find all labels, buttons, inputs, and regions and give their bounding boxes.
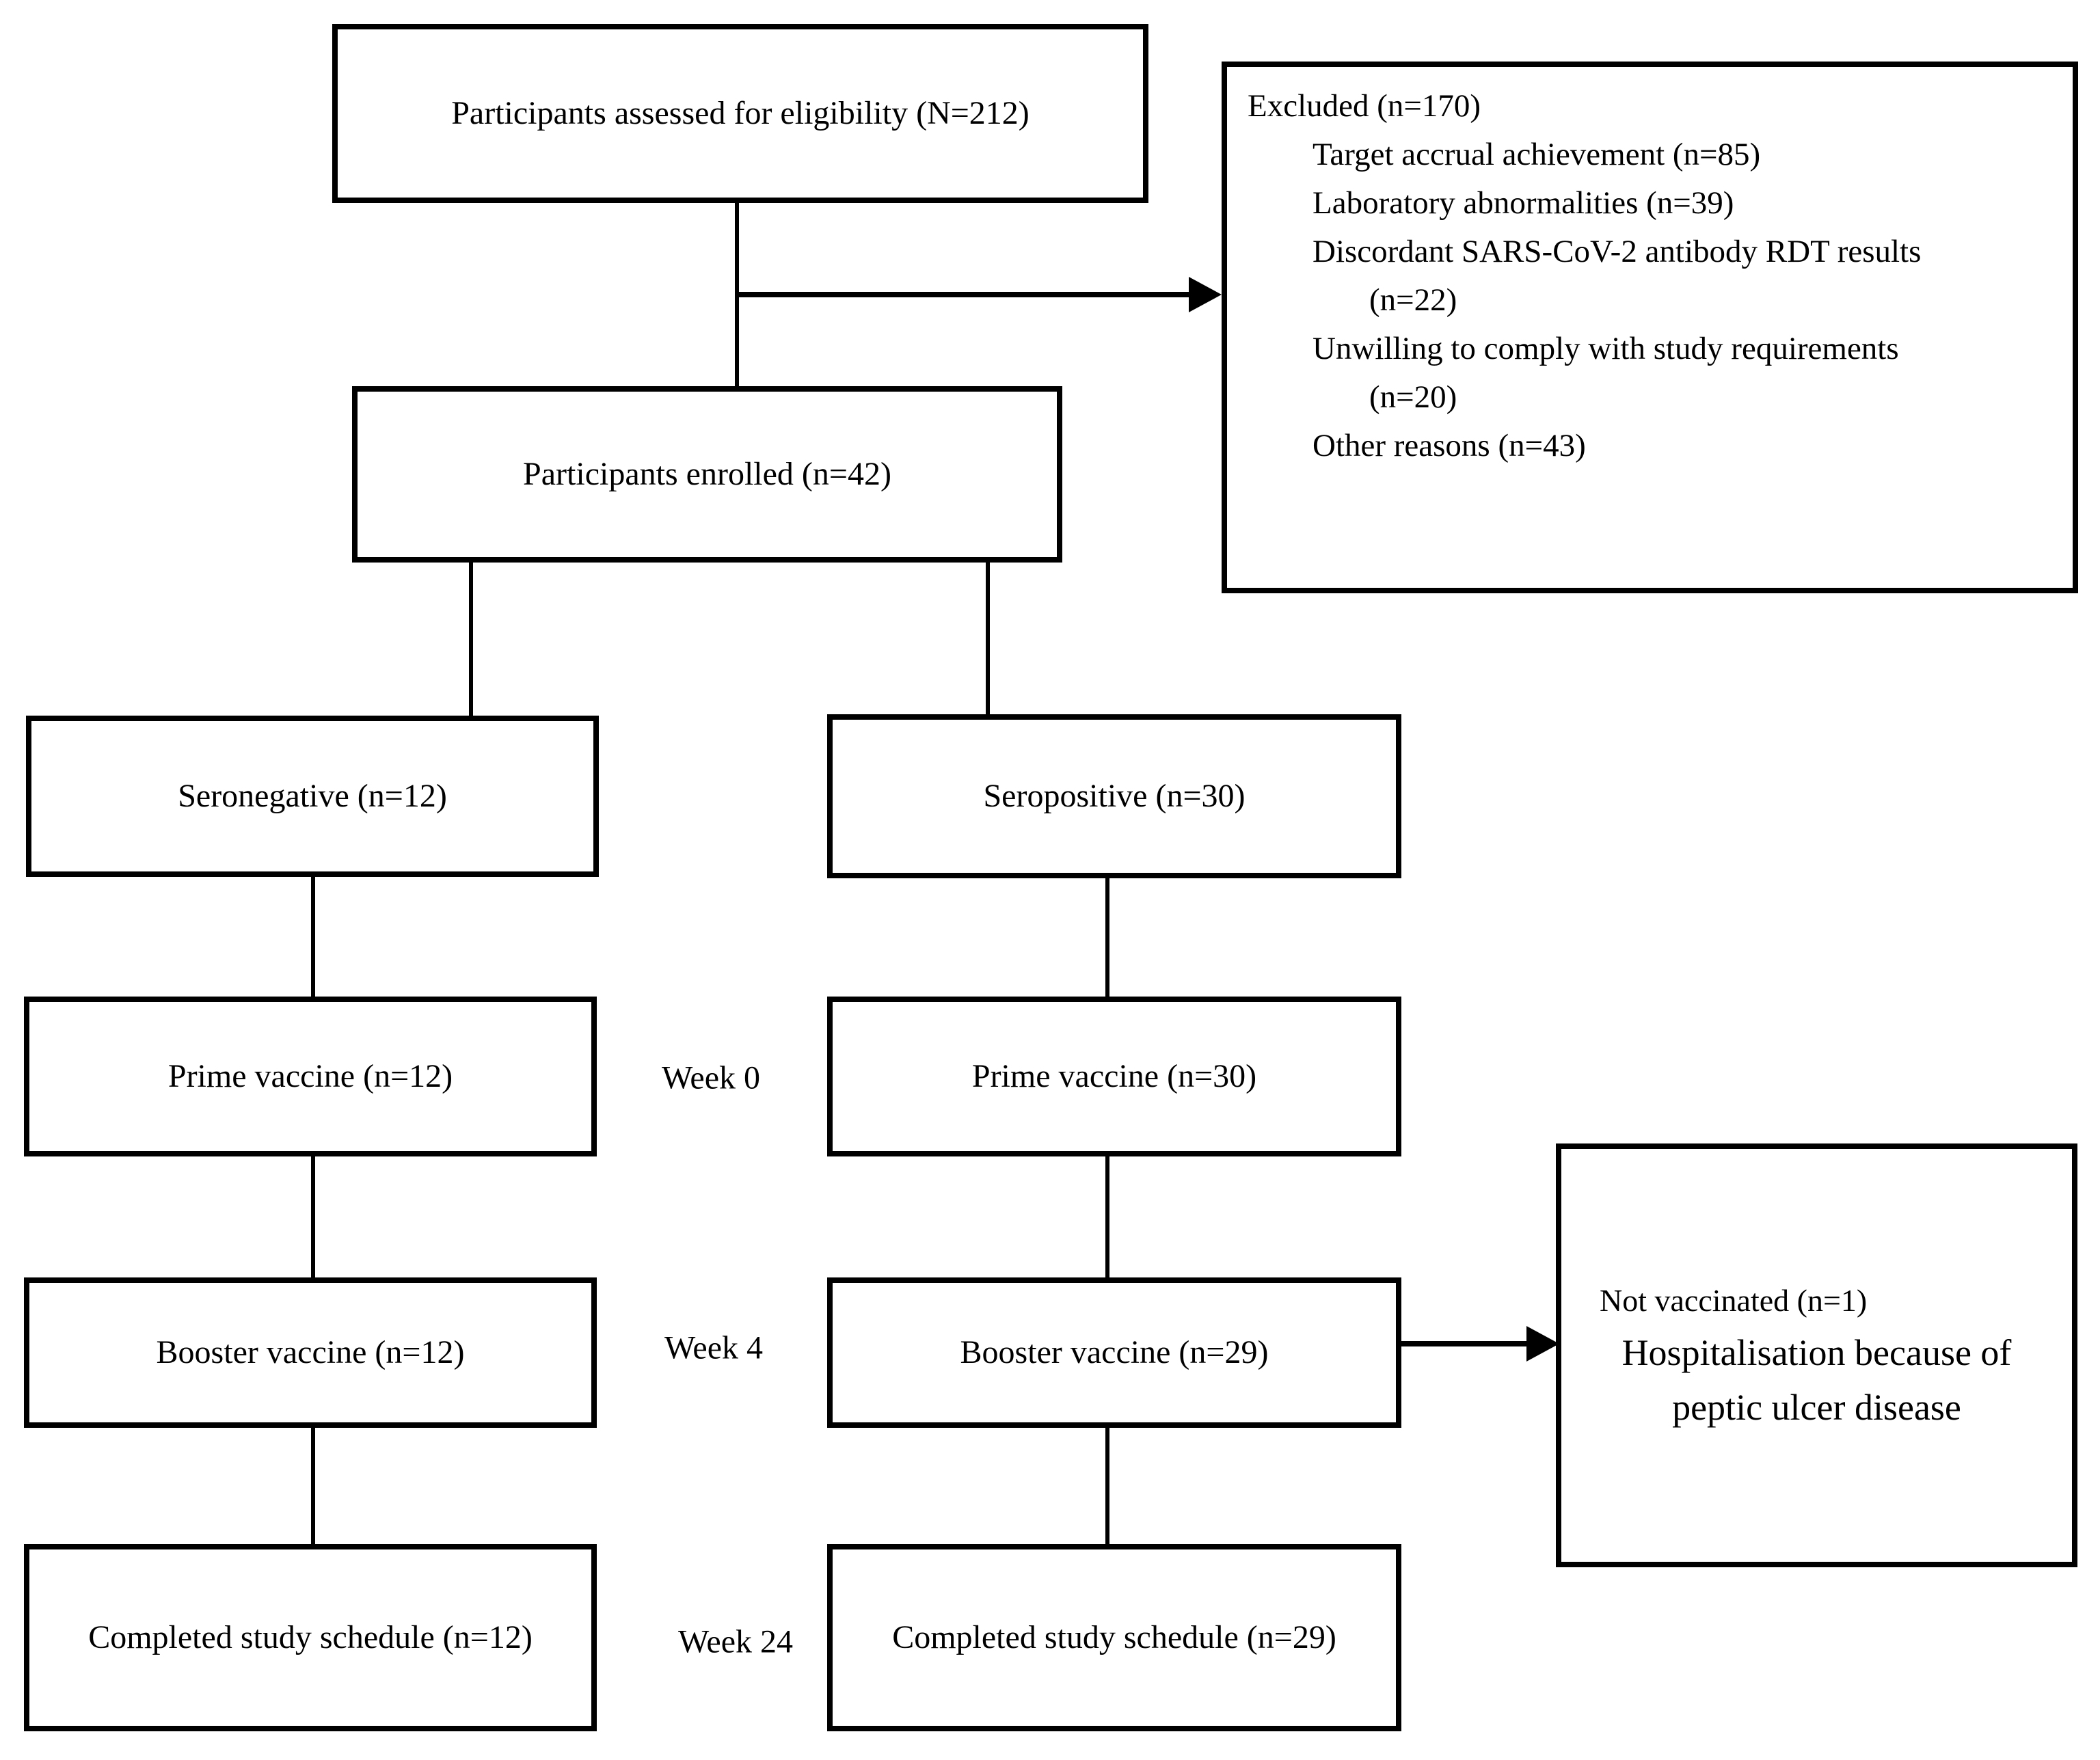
connector-not-vaccinated-line: [1401, 1341, 1529, 1346]
completed-left-label: Completed study schedule (n=12): [88, 1619, 533, 1656]
excluded-line-continuation: (n=22): [1369, 282, 1457, 318]
arrowhead-right-icon: [1526, 1326, 1559, 1362]
not-vaccinated-box: Not vaccinated (n=1) Hospitalisation bec…: [1556, 1143, 2077, 1567]
arrowhead-right-icon: [1189, 277, 1222, 312]
seronegative-label: Seronegative (n=12): [178, 778, 447, 815]
connector-seropositive-prime: [1105, 878, 1109, 997]
booster-vaccine-left-box: Booster vaccine (n=12): [24, 1277, 597, 1428]
prime-vaccine-right-label: Prime vaccine (n=30): [971, 1058, 1257, 1095]
seronegative-box: Seronegative (n=12): [26, 716, 599, 877]
week-0-label: Week 0: [661, 1059, 761, 1096]
assessed-label: Participants assessed for eligibility (N…: [451, 95, 1029, 132]
completed-right-box: Completed study schedule (n=29): [827, 1544, 1401, 1731]
prime-vaccine-left-box: Prime vaccine (n=12): [24, 997, 597, 1156]
excluded-title: Excluded (n=170): [1248, 88, 1481, 124]
connector-prime-booster-left: [311, 1156, 315, 1277]
connector-booster-completed-left: [311, 1428, 315, 1544]
excluded-line: Unwilling to comply with study requireme…: [1312, 331, 1899, 366]
connector-excluded-line: [735, 292, 1191, 297]
excluded-line: Laboratory abnormalities (n=39): [1312, 185, 1734, 221]
excluded-line: Discordant SARS-CoV-2 antibody RDT resul…: [1312, 234, 1922, 269]
seropositive-box: Seropositive (n=30): [827, 714, 1401, 878]
not-vaccinated-label: Not vaccinated (n=1): [1600, 1283, 1868, 1318]
hospitalisation-label-line1: Hospitalisation because of: [1621, 1332, 2012, 1373]
enrolled-label: Participants enrolled (n=42): [523, 456, 891, 493]
connector-enrolled-seropositive: [986, 563, 990, 714]
connector-seronegative-prime: [311, 877, 315, 997]
excluded-line: Target accrual achievement (n=85): [1312, 137, 1761, 172]
connector-booster-completed-right: [1105, 1428, 1109, 1544]
week-24-label: Week 24: [677, 1623, 794, 1660]
assessed-box: Participants assessed for eligibility (N…: [332, 24, 1148, 203]
excluded-line: Other reasons (n=43): [1312, 428, 1586, 463]
connector-prime-booster-right: [1105, 1156, 1109, 1277]
booster-vaccine-right-box: Booster vaccine (n=29): [827, 1277, 1401, 1428]
excluded-line-continuation: (n=20): [1369, 379, 1457, 415]
prime-vaccine-right-box: Prime vaccine (n=30): [827, 997, 1401, 1156]
booster-vaccine-left-label: Booster vaccine (n=12): [156, 1334, 465, 1371]
enrolled-box: Participants enrolled (n=42): [352, 386, 1062, 563]
hospitalisation-label-line2: peptic ulcer disease: [1672, 1387, 1961, 1428]
completed-right-label: Completed study schedule (n=29): [892, 1619, 1336, 1656]
prime-vaccine-left-label: Prime vaccine (n=12): [167, 1058, 453, 1095]
booster-vaccine-right-label: Booster vaccine (n=29): [960, 1334, 1269, 1371]
seropositive-label: Seropositive (n=30): [983, 778, 1246, 815]
excluded-box: Excluded (n=170) Target accrual achievem…: [1222, 62, 2078, 593]
connector-enrolled-seronegative: [469, 563, 473, 716]
completed-left-box: Completed study schedule (n=12): [24, 1544, 597, 1731]
week-4-label: Week 4: [664, 1329, 764, 1366]
